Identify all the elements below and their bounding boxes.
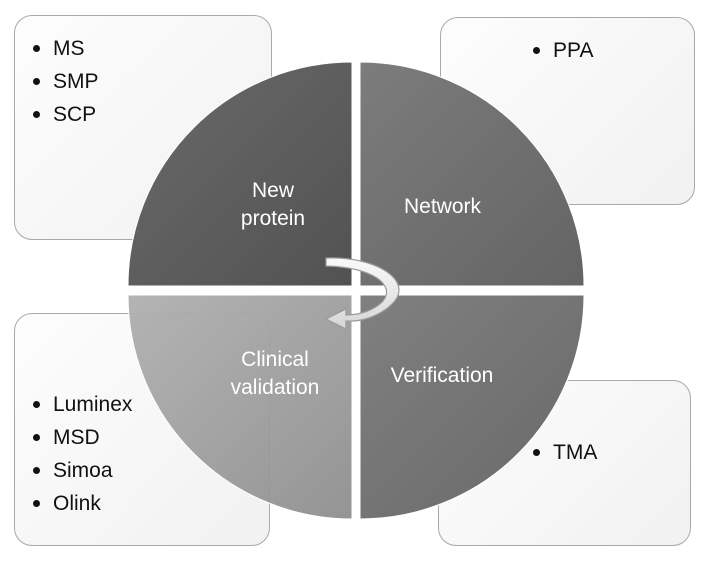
list-item: Simoa [31,454,132,487]
list-item: Olink [31,487,132,520]
method-list: PPA [531,34,593,67]
quadrant-label-text: New protein [240,179,306,230]
quadrant-label-text: Network [403,195,482,218]
list-item: MSD [31,421,132,454]
list-item: MS [31,32,99,65]
quadrant-label-verification: Verification [372,362,512,390]
quadrant-label-text: Clinical validation [230,348,320,399]
curved-arrow-icon [324,257,400,330]
quadrant-verification [359,294,585,520]
quadrant-label-text: Verification [390,364,494,387]
list-item: SCP [31,98,99,131]
list-item: TMA [531,436,597,469]
quadrant-label-new-protein: New protein [218,177,328,233]
method-list: TMA [531,436,597,469]
quadrant-new-protein [127,61,353,287]
quadrant-label-clinical-validation: Clinical validation [210,346,340,402]
method-list: MS SMP SCP [31,32,99,131]
quadrant-clinical-validation [127,294,353,520]
list-item: SMP [31,65,99,98]
list-item: PPA [531,34,593,67]
quadrant-label-network: Network [380,193,505,221]
method-list: Luminex MSD Simoa Olink [31,388,132,520]
quadrant-network [359,61,585,287]
list-item: Luminex [31,388,132,421]
